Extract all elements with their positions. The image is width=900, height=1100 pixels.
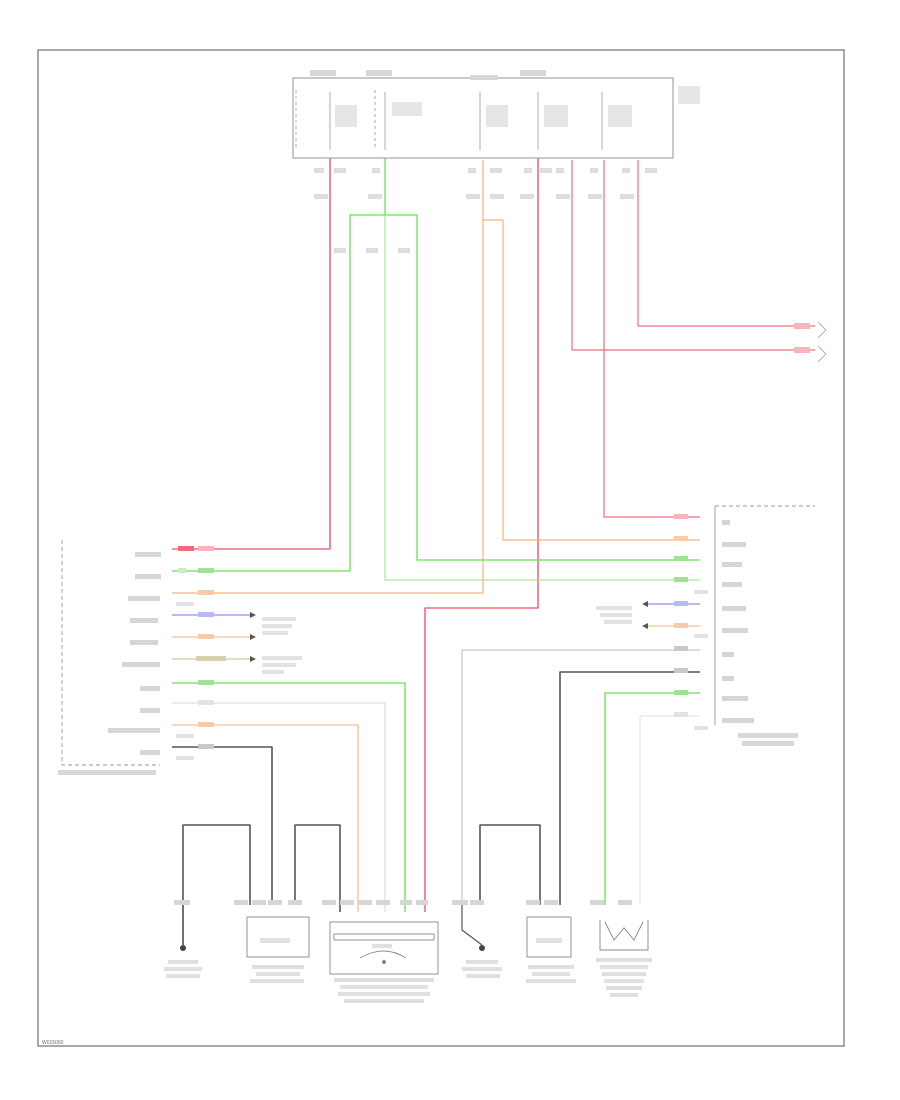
wire-red-right-2 xyxy=(571,160,815,351)
wire-red-left xyxy=(172,158,331,550)
wire-orange-rswitch xyxy=(482,160,700,541)
diagram-code: W015050 xyxy=(42,1040,64,1046)
left-switch-pins xyxy=(108,546,302,760)
wire-ground-loop-1 xyxy=(182,824,251,945)
right-switch-bracket xyxy=(714,505,815,746)
wire-red-rswitch xyxy=(603,160,700,518)
junction-box xyxy=(292,70,700,159)
wire-red-right-1 xyxy=(637,160,815,327)
wire-gray-right xyxy=(461,649,700,905)
bottom-components xyxy=(164,900,652,1003)
right-switch-pins xyxy=(596,321,827,730)
wire-ground-loop-2 xyxy=(294,824,341,912)
wire-green-a xyxy=(172,158,386,572)
wire-light-lower xyxy=(172,702,386,912)
wire-green-right xyxy=(604,692,700,905)
left-switch-bracket xyxy=(58,540,160,775)
wire-dark-lower xyxy=(172,746,273,905)
wire-green-b xyxy=(385,214,700,561)
wire-green-lower xyxy=(172,682,406,912)
wire-orange-left xyxy=(172,220,484,594)
wire-green-c xyxy=(384,215,700,581)
wire-dark-right xyxy=(559,671,700,905)
wire-red-main xyxy=(424,158,539,912)
wire-light-right-bottom xyxy=(639,715,700,905)
wires xyxy=(172,158,815,946)
top-pin-labels xyxy=(314,168,657,253)
wire-orange-lower xyxy=(172,724,359,912)
wire-ground-loop-3 xyxy=(479,824,541,905)
diagram-frame xyxy=(37,49,845,1047)
